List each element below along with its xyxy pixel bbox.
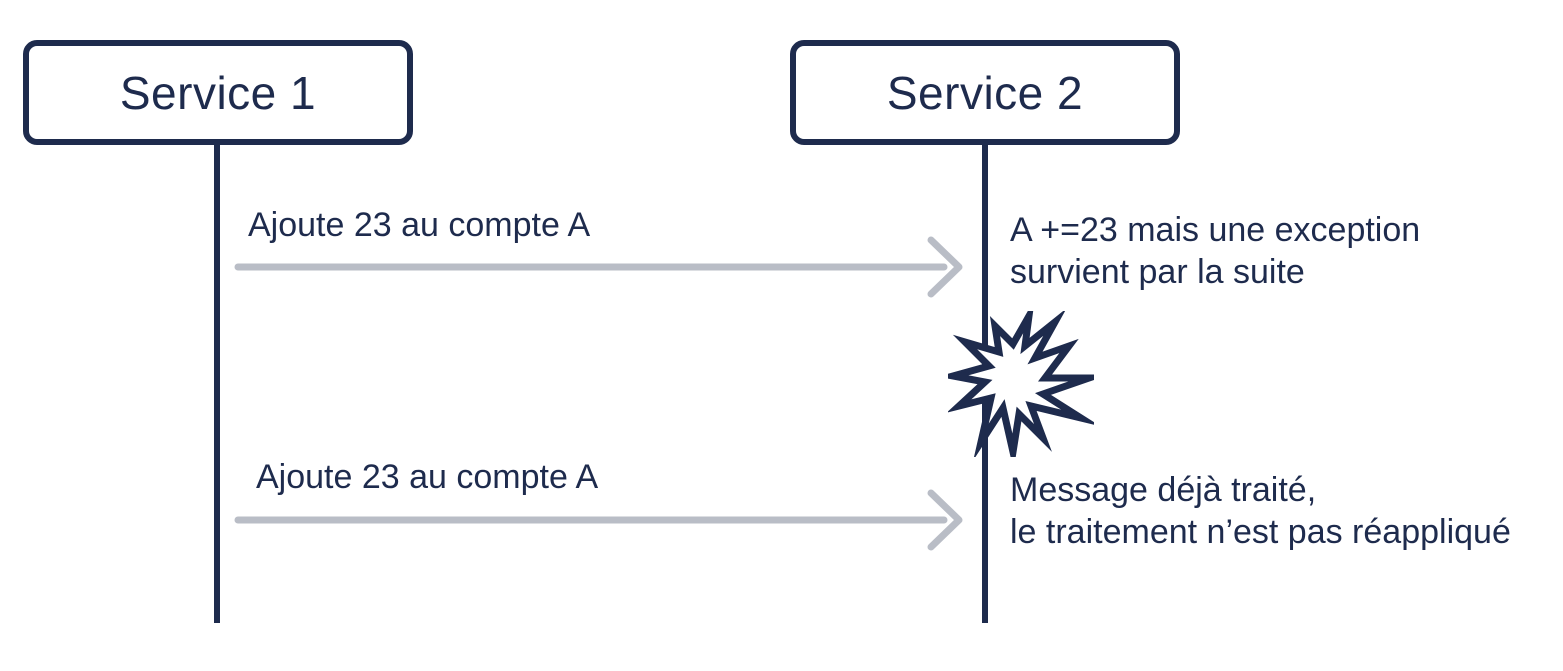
message-1-note-line-2: survient par la suite (1010, 253, 1305, 291)
actor-label-service-1: Service 1 (119, 66, 317, 119)
explosion-burst-icon (948, 311, 1094, 457)
message-2-arrow-icon (234, 489, 963, 551)
actor-box-service-1: Service 1 (23, 40, 413, 145)
actor-label-service-2: Service 2 (886, 66, 1084, 119)
message-2-note: Message déjà traité, le traitement n’est… (1010, 469, 1511, 553)
message-2-note-line-2: le traitement n’est pas réappliqué (1010, 513, 1511, 551)
message-1-label: Ajoute 23 au compte A (248, 206, 591, 244)
lifeline-service-1 (214, 145, 220, 623)
message-1-arrow-icon (234, 236, 963, 298)
message-2-label: Ajoute 23 au compte A (256, 458, 599, 496)
message-1-note: A +=23 mais une exception survient par l… (1010, 209, 1420, 293)
actor-box-service-2: Service 2 (790, 40, 1180, 145)
message-1-note-line-1: A +=23 mais une exception (1010, 211, 1421, 249)
message-2-note-line-1: Message déjà traité, (1010, 471, 1317, 509)
